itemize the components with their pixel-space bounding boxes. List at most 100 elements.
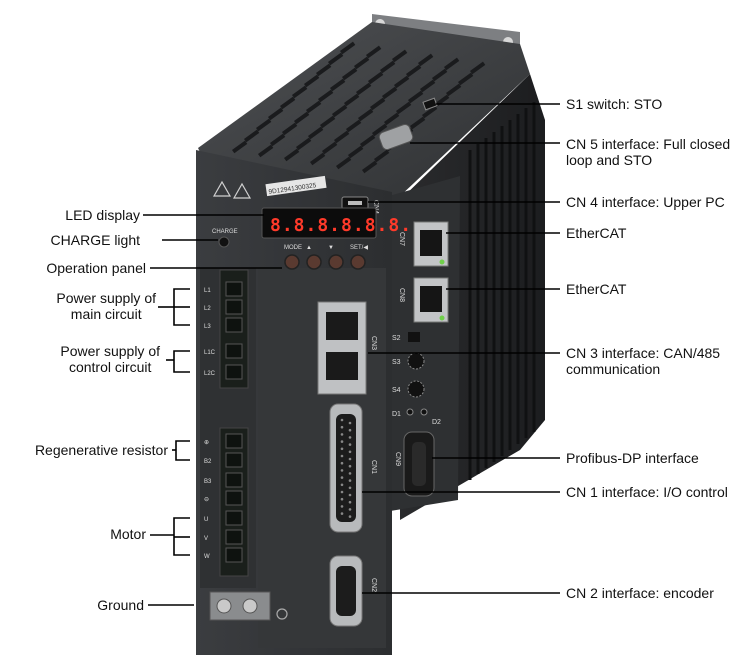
cn7-ethernet-jack bbox=[420, 230, 442, 256]
label-cn2: CN 2 interface: encoder bbox=[566, 585, 714, 601]
connector-pin bbox=[340, 454, 344, 458]
top-vent-slot bbox=[268, 107, 284, 121]
connector-pin bbox=[340, 476, 344, 479]
terminal-screw-slot bbox=[225, 299, 243, 315]
top-vent-slot bbox=[418, 53, 434, 67]
top-vent-slot bbox=[355, 82, 372, 96]
top-vent-slot bbox=[422, 105, 438, 119]
connector-pin bbox=[348, 479, 352, 482]
top-vent-slot bbox=[374, 149, 390, 163]
connector-pin bbox=[348, 464, 352, 468]
top-vent-slot bbox=[333, 130, 350, 144]
panel-button[interactable] bbox=[306, 254, 322, 270]
terminal-screw-slot bbox=[225, 317, 243, 333]
top-vent-slot bbox=[379, 60, 396, 74]
top-vent-slot bbox=[310, 152, 326, 166]
cn3-port-upper bbox=[326, 312, 358, 340]
warning-icon bbox=[212, 180, 232, 197]
top-vent-slot bbox=[269, 133, 286, 147]
top-vent-slot bbox=[232, 140, 248, 154]
s3-label: S3 bbox=[392, 359, 401, 366]
cn2-label: CN2 bbox=[370, 578, 377, 592]
connector-pin bbox=[340, 483, 344, 487]
connector-pin bbox=[348, 450, 352, 454]
top-vent-slot bbox=[345, 119, 362, 133]
top-vent-slot bbox=[358, 108, 374, 122]
s1-switch bbox=[422, 97, 438, 111]
label-motor: Motor bbox=[110, 526, 146, 542]
connector-pin bbox=[348, 421, 352, 425]
cn4-label: CN4 bbox=[372, 200, 379, 214]
connector-pin bbox=[348, 472, 352, 475]
connector-pin bbox=[340, 418, 344, 422]
connector-pin bbox=[340, 497, 344, 501]
label-cn1: CN 1 interface: I/O control bbox=[566, 484, 728, 500]
cn7-link-led bbox=[439, 259, 445, 265]
top-vent-slot bbox=[372, 123, 388, 137]
panel-button[interactable] bbox=[350, 254, 366, 270]
top-vent-slot bbox=[340, 41, 356, 55]
terminal-screw-slot bbox=[225, 452, 243, 468]
panel-button-label: ▲ bbox=[306, 245, 312, 251]
top-vent-slot bbox=[348, 145, 364, 159]
top-vent-slot bbox=[366, 45, 382, 59]
label-control-power: Power supply of control circuit bbox=[60, 343, 160, 375]
top-vent-slot bbox=[396, 101, 412, 115]
label-ethercat-1: EtherCAT bbox=[566, 225, 627, 241]
ground-symbol-icon bbox=[276, 608, 288, 620]
top-vent-slot bbox=[446, 83, 462, 97]
cn1-connector-face bbox=[336, 414, 356, 522]
connector-pin bbox=[348, 428, 352, 432]
top-vent-slot bbox=[470, 61, 486, 75]
top-vent-slot bbox=[284, 148, 300, 162]
connector-pin bbox=[348, 515, 352, 518]
terminal-label: V bbox=[204, 536, 208, 542]
hot-surface-icon bbox=[232, 182, 252, 199]
cn3-port-lower bbox=[326, 352, 358, 380]
label-cn4: CN 4 interface: Upper PC bbox=[566, 194, 725, 210]
top-vent-slot bbox=[296, 137, 312, 151]
connector-pin bbox=[340, 469, 344, 472]
led-readout: 8.8.8.8.8.8. bbox=[270, 215, 412, 236]
serial-sticker bbox=[265, 175, 327, 197]
top-vent-slot bbox=[330, 78, 346, 92]
top-vent-slot bbox=[328, 52, 344, 66]
panel-button-label: ▼ bbox=[328, 245, 334, 251]
top-vent-slot bbox=[244, 129, 260, 143]
cn8-ethernet-jack bbox=[420, 286, 442, 312]
terminal-label: W bbox=[204, 554, 210, 560]
s2-switch bbox=[408, 332, 420, 342]
terminal-screw-slot bbox=[225, 281, 243, 297]
side-vent-fins bbox=[468, 102, 536, 480]
label-operation-panel: Operation panel bbox=[46, 260, 146, 276]
ground-screw-2 bbox=[242, 598, 258, 614]
top-vent-slot bbox=[336, 156, 352, 170]
top-vent-slot bbox=[408, 90, 424, 104]
top-vent-slot bbox=[321, 141, 338, 155]
top-vent-slot bbox=[370, 97, 386, 111]
terminal-screw-slot bbox=[225, 472, 243, 488]
top-vent-slot bbox=[406, 64, 422, 78]
leader-regen bbox=[175, 440, 190, 461]
cn1-label: CN1 bbox=[370, 460, 377, 474]
cn4-usb-inner bbox=[348, 201, 362, 205]
charge-label: CHARGE bbox=[212, 229, 238, 235]
charge-light bbox=[218, 236, 230, 248]
terminal-screw-slot bbox=[225, 364, 243, 380]
terminal-label: L2 bbox=[204, 306, 211, 312]
connector-pin bbox=[348, 457, 352, 461]
terminal-label: L2C bbox=[204, 371, 216, 377]
s3-rotary-switch bbox=[407, 352, 425, 370]
top-vent-slot bbox=[458, 72, 474, 86]
top-vent-slot bbox=[444, 57, 460, 71]
label-charge-light: CHARGE light bbox=[50, 232, 140, 248]
top-vent-slot bbox=[354, 56, 370, 70]
panel-button[interactable] bbox=[284, 254, 300, 270]
top-vent-slot bbox=[318, 89, 334, 103]
d2-led bbox=[420, 408, 428, 416]
panel-button[interactable] bbox=[328, 254, 344, 270]
s2-label: S2 bbox=[392, 335, 401, 342]
terminal-screw-slot bbox=[225, 490, 243, 506]
label-profibus: Profibus-DP interface bbox=[566, 450, 699, 466]
